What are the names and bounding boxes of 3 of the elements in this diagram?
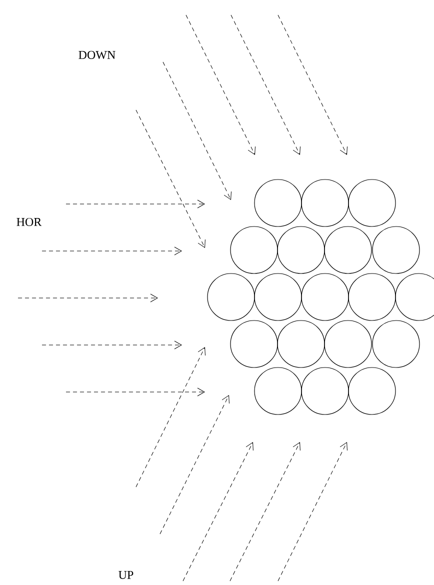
direction-label: UP [118, 571, 134, 579]
direction-label: HOR [16, 218, 42, 226]
direction-label: DOWN [78, 50, 116, 60]
